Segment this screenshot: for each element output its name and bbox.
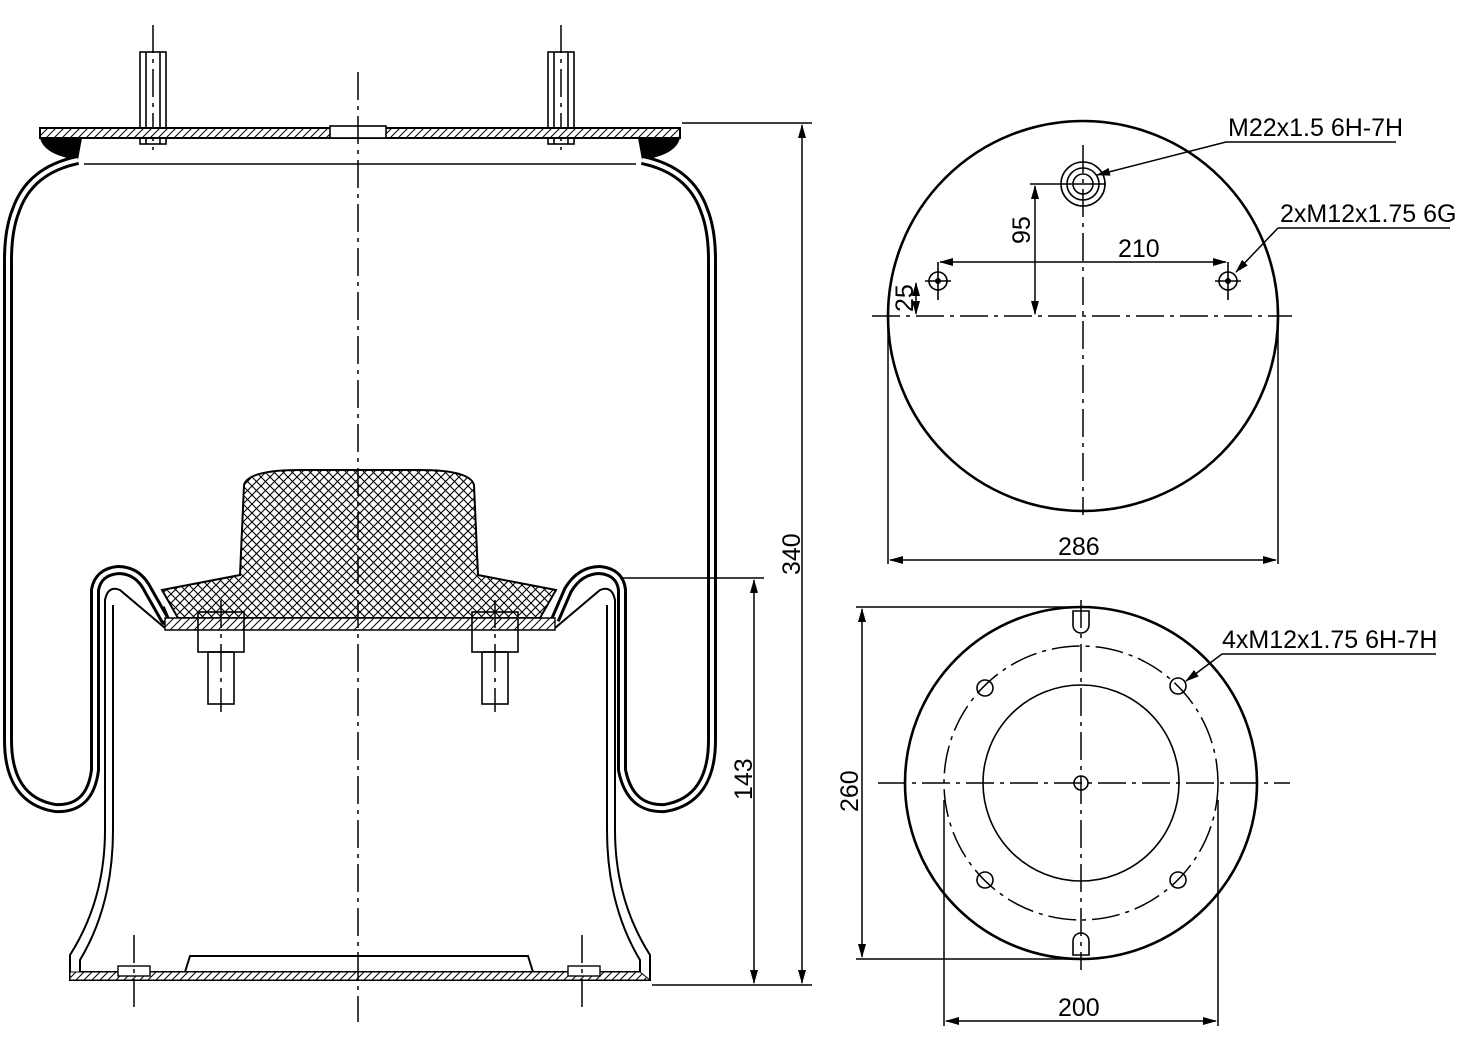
dim-piston-height-label: 143 (730, 758, 758, 800)
piston (69, 587, 652, 1010)
top-plate (39, 125, 681, 165)
callout-bottom-threads: 4xM12x1.75 6H-7H (1185, 626, 1437, 682)
bottom-view: 260 200 4xM12x1.75 6H-7H (836, 600, 1437, 1026)
dim-center-offset: 95 (1008, 183, 1060, 315)
dim-side-offset-label: 25 (891, 284, 919, 312)
bottom-bolt-hole (976, 679, 994, 697)
dim-overall-height-label: 340 (778, 533, 806, 575)
callout-side-threads: 2xM12x1.75 6G (1235, 200, 1457, 273)
bottom-stud-right (471, 600, 519, 712)
bottom-slot-bottom (1072, 932, 1090, 956)
dim-top-diameter-label: 286 (1058, 533, 1100, 561)
callout-side-threads-label: 2xM12x1.75 6G (1280, 200, 1457, 228)
dim-bolt-circle-label: 200 (1058, 994, 1100, 1022)
bump-stop (160, 469, 558, 631)
dim-piston-height: 143 (620, 577, 764, 984)
callout-center-thread: M22x1.5 6H-7H (1096, 114, 1403, 176)
dim-center-offset-label: 95 (1008, 216, 1036, 244)
dim-hole-spacing-label: 210 (1118, 235, 1160, 263)
bottom-slot-top (1072, 610, 1090, 634)
dim-bottom-diameter: 260 (836, 606, 1081, 960)
dim-hole-spacing: 210 (939, 235, 1227, 266)
callout-center-thread-label: M22x1.5 6H-7H (1228, 114, 1403, 142)
bottom-bolt-hole (1169, 677, 1187, 695)
bellows (3, 155, 717, 814)
side-hole-left (925, 262, 951, 300)
dim-bottom-diameter-label: 260 (836, 770, 864, 812)
top-view: 210 95 25 286 M22x1.5 6H-7H (872, 114, 1457, 564)
dim-top-diameter: 286 (887, 320, 1279, 564)
side-hole-right (1215, 262, 1241, 300)
callout-bottom-threads-label: 4xM12x1.75 6H-7H (1222, 626, 1437, 654)
dim-bolt-circle: 200 (943, 800, 1219, 1026)
center-port (1060, 161, 1106, 207)
dim-overall-height: 340 (652, 122, 812, 986)
side-view: 340 143 (3, 25, 812, 1022)
dim-side-offset: 25 (891, 282, 920, 315)
bottom-bolt-hole (1169, 871, 1187, 889)
bottom-bolt-hole (976, 871, 994, 889)
bottom-stud-left (197, 600, 245, 712)
